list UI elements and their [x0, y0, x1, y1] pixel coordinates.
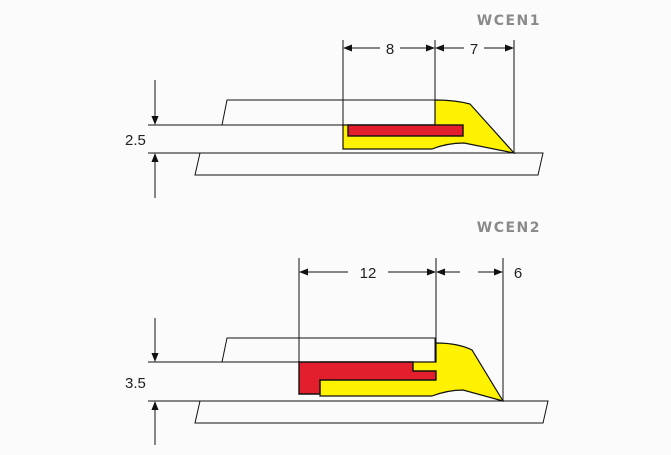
dimension-label-gap: 2.5 — [125, 132, 146, 149]
lower-housing-wcen1 — [194, 152, 544, 176]
diagram-title-wcen2: WCEN2 — [477, 220, 541, 236]
dimension-label-lip: 6 — [514, 265, 522, 282]
dimension-label-lip: 7 — [470, 41, 478, 58]
seal-core-wcen2 — [298, 361, 437, 395]
upper-housing-wcen2 — [221, 337, 436, 363]
dimension-label-length: 12 — [360, 265, 377, 282]
diagram-wcen2: WCEN2 12 6 3.5 — [125, 220, 549, 445]
lower-housing-wcen2 — [194, 400, 549, 424]
diagram-title-wcen1: WCEN1 — [477, 13, 541, 29]
upper-housing-wcen1 — [221, 99, 436, 126]
diagram-wcen1: WCEN1 8 7 2.5 — [125, 13, 544, 198]
dimension-label-gap: 3.5 — [125, 375, 146, 392]
seal-core-wcen1 — [347, 124, 464, 137]
dimension-label-length: 8 — [386, 41, 394, 58]
